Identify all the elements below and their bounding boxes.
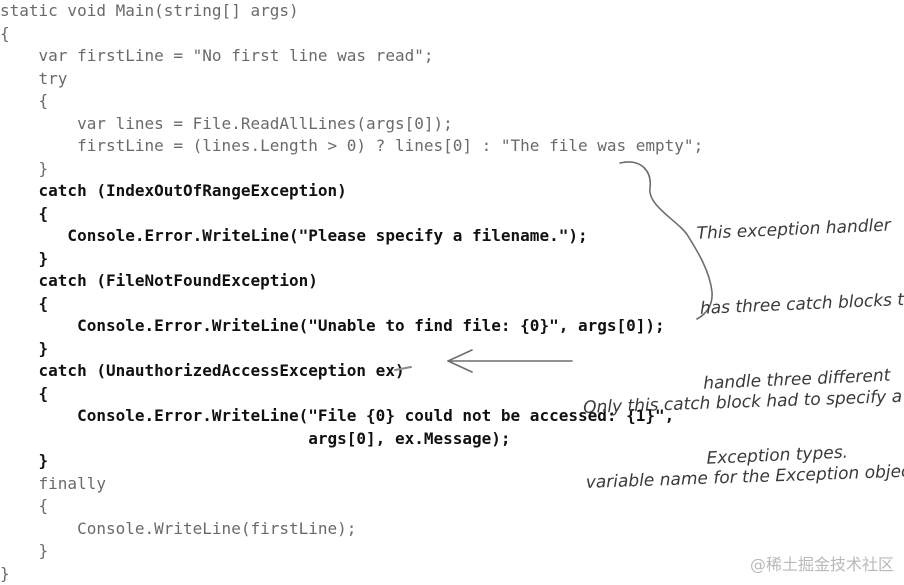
code-line: Console.WriteLine(firstLine);: [0, 518, 357, 538]
code-line: Console.Error.WriteLine("Unable to find …: [0, 316, 665, 335]
code-line: }: [0, 541, 49, 560]
variable-note-line: variable name for the Exception object.: [585, 461, 904, 493]
code-line: static void Main(string[] args): [0, 1, 299, 20]
code-line: firstLine = (lines.Length > 0) ? lines[0…: [0, 136, 704, 155]
code-line: }: [0, 451, 49, 470]
variable-note-line: Only this catch block had to specify a: [582, 386, 903, 418]
code-line: var lines = File.ReadAllLines(args[0]);: [0, 113, 453, 133]
code-line: }: [0, 563, 10, 583]
code-line: {: [0, 496, 49, 515]
code-line: finally: [0, 473, 106, 493]
code-line: {: [0, 203, 49, 223]
code-line: Console.Error.WriteLine("File {0} could …: [0, 406, 675, 425]
code-line: args[0], ex.Message);: [0, 428, 511, 448]
variable-note: Only this catch block had to specify a v…: [581, 334, 904, 521]
code-line: }: [0, 248, 49, 268]
handler-note-line: This exception handler: [696, 215, 892, 244]
code-line: catch (FileNotFoundException): [0, 271, 318, 290]
watermark: @稀土掘金技术社区: [749, 555, 894, 574]
code-line: {: [0, 23, 10, 43]
code-line: {: [0, 293, 49, 313]
code-line: catch (IndexOutOfRangeException): [0, 181, 347, 200]
code-line: }: [0, 338, 49, 358]
code-line: catch (UnauthorizedAccessException ex): [0, 361, 405, 380]
code-line: var firstLine = "No first line was read"…: [0, 46, 434, 65]
code-line: {: [0, 383, 49, 403]
handler-note-line: has three catch blocks to: [699, 289, 904, 319]
code-line: {: [0, 91, 49, 110]
code-line: try: [0, 68, 68, 88]
code-line: }: [0, 158, 49, 178]
code-line: Console.Error.WriteLine("Please specify …: [0, 226, 588, 245]
